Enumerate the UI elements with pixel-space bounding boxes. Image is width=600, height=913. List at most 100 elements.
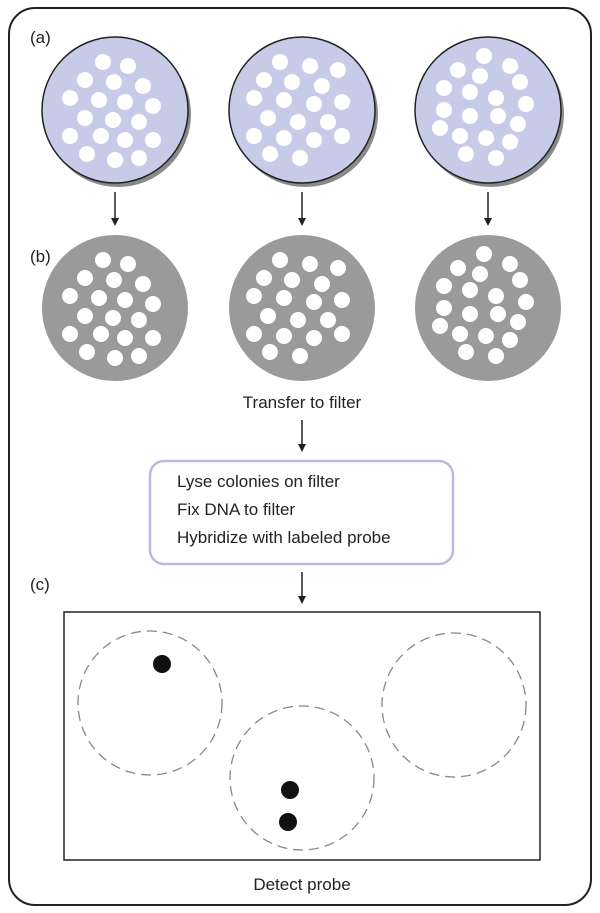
colony bbox=[93, 326, 109, 342]
colony bbox=[518, 294, 534, 310]
colony bbox=[131, 348, 147, 364]
colony bbox=[117, 292, 133, 308]
detection-content bbox=[77, 630, 527, 851]
colony bbox=[272, 252, 288, 268]
colony bbox=[432, 318, 448, 334]
plates-row bbox=[41, 36, 564, 187]
colony bbox=[145, 98, 161, 114]
filters-row bbox=[42, 235, 561, 381]
panel-label-c: (c) bbox=[30, 575, 50, 594]
colony bbox=[502, 58, 518, 74]
colony bbox=[246, 90, 262, 106]
colony bbox=[436, 80, 452, 96]
colony bbox=[334, 326, 350, 342]
colony bbox=[334, 292, 350, 308]
colony bbox=[135, 78, 151, 94]
colony bbox=[106, 272, 122, 288]
colony bbox=[452, 128, 468, 144]
detect-caption: Detect probe bbox=[253, 875, 350, 894]
colony bbox=[117, 330, 133, 346]
colony bbox=[262, 344, 278, 360]
colony bbox=[320, 312, 336, 328]
colony bbox=[62, 128, 78, 144]
colony bbox=[458, 344, 474, 360]
colony bbox=[510, 314, 526, 330]
hybridization-signal bbox=[153, 655, 171, 673]
colony bbox=[95, 54, 111, 70]
colony bbox=[62, 288, 78, 304]
colony bbox=[306, 132, 322, 148]
colony bbox=[117, 94, 133, 110]
colony bbox=[260, 110, 276, 126]
colony bbox=[306, 330, 322, 346]
colony bbox=[314, 78, 330, 94]
colony bbox=[334, 128, 350, 144]
colony bbox=[488, 288, 504, 304]
colony bbox=[120, 256, 136, 272]
step-hybridize: Hybridize with labeled probe bbox=[177, 528, 391, 547]
colony bbox=[95, 252, 111, 268]
colony bbox=[334, 94, 350, 110]
colony bbox=[302, 256, 318, 272]
colony bbox=[284, 272, 300, 288]
step-lyse: Lyse colonies on filter bbox=[177, 472, 340, 491]
colony bbox=[79, 146, 95, 162]
colony bbox=[490, 108, 506, 124]
petri-plate-2 bbox=[228, 36, 378, 187]
arrow-head bbox=[111, 218, 119, 226]
colony bbox=[256, 72, 272, 88]
down-arrow bbox=[111, 192, 119, 226]
filter-replica-1 bbox=[42, 235, 188, 381]
colony bbox=[120, 58, 136, 74]
colony bbox=[77, 110, 93, 126]
colony bbox=[105, 112, 121, 128]
arrow-head bbox=[298, 596, 306, 604]
colony bbox=[488, 348, 504, 364]
colony bbox=[62, 90, 78, 106]
arrow-head bbox=[298, 218, 306, 226]
arrows bbox=[111, 192, 492, 604]
colony bbox=[330, 62, 346, 78]
colony bbox=[107, 152, 123, 168]
colony bbox=[292, 150, 308, 166]
colony bbox=[330, 260, 346, 276]
filter-outline bbox=[229, 705, 375, 851]
colony bbox=[246, 288, 262, 304]
colony bbox=[502, 332, 518, 348]
colony bbox=[432, 120, 448, 136]
colony bbox=[478, 130, 494, 146]
colony bbox=[488, 150, 504, 166]
colony bbox=[256, 270, 272, 286]
colony bbox=[135, 276, 151, 292]
panel-label-b: (b) bbox=[30, 247, 51, 266]
colony bbox=[436, 300, 452, 316]
colony bbox=[131, 150, 147, 166]
colony bbox=[462, 282, 478, 298]
colony bbox=[79, 344, 95, 360]
filter-outline bbox=[381, 632, 527, 778]
colony bbox=[450, 260, 466, 276]
colony bbox=[284, 74, 300, 90]
colony bbox=[260, 308, 276, 324]
colony bbox=[107, 350, 123, 366]
colony bbox=[518, 96, 534, 112]
colony bbox=[77, 270, 93, 286]
colony bbox=[472, 68, 488, 84]
colony bbox=[246, 128, 262, 144]
colony bbox=[472, 266, 488, 282]
colony bbox=[476, 246, 492, 262]
arrow-head bbox=[484, 218, 492, 226]
colony bbox=[458, 146, 474, 162]
colony bbox=[436, 102, 452, 118]
colony bbox=[452, 326, 468, 342]
colony bbox=[314, 276, 330, 292]
colony bbox=[292, 348, 308, 364]
colony bbox=[276, 92, 292, 108]
filter-replica-2 bbox=[229, 235, 375, 381]
colony bbox=[290, 114, 306, 130]
colony bbox=[320, 114, 336, 130]
filter-outline bbox=[77, 630, 223, 776]
steps-box bbox=[148, 459, 455, 566]
